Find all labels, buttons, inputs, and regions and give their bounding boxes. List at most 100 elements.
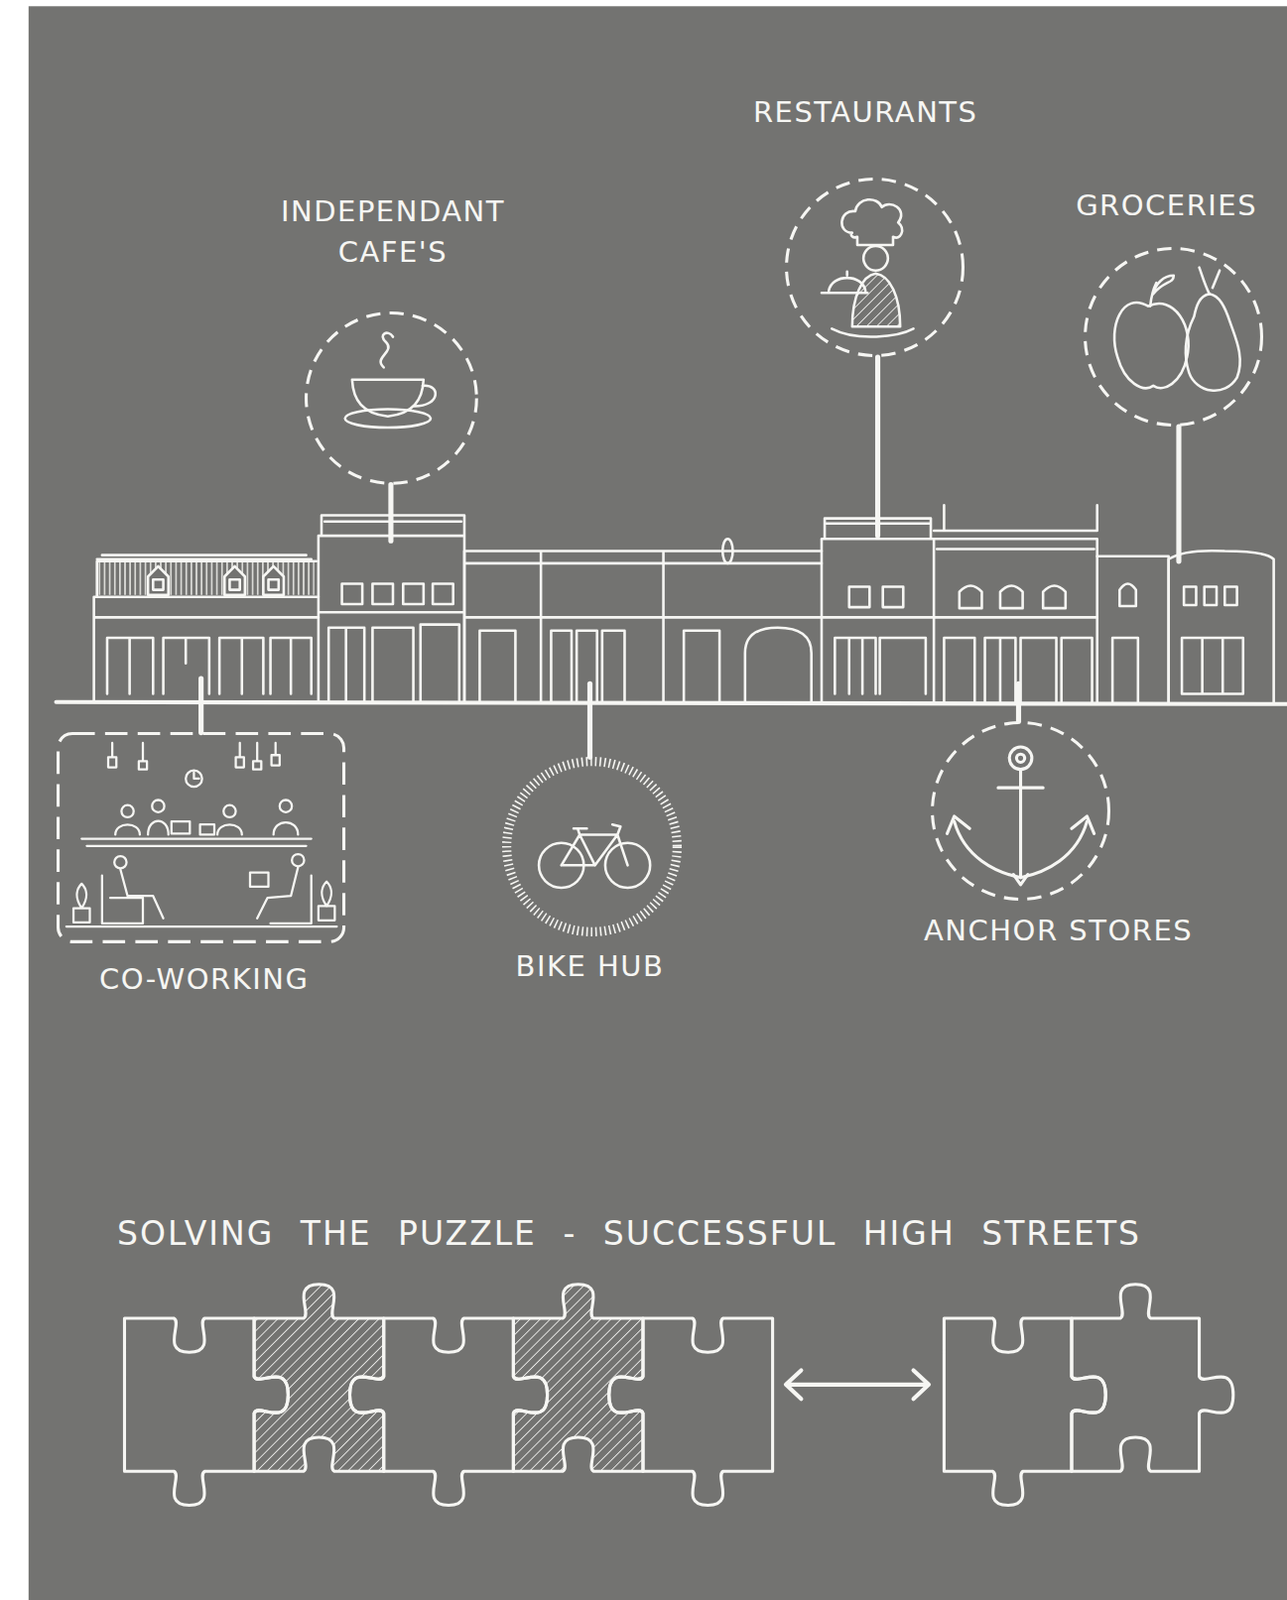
coworking-icon <box>250 867 312 924</box>
street-facade <box>94 555 319 703</box>
street-facade <box>402 583 424 605</box>
chef-icon <box>821 271 868 294</box>
street-facade <box>318 515 465 703</box>
street-facade <box>372 583 393 605</box>
street-facade <box>933 505 1098 703</box>
street-facade <box>224 566 246 596</box>
coworking-icon <box>185 771 202 787</box>
coworking-icon <box>291 854 304 867</box>
leader-line <box>1016 683 1022 722</box>
coworking-icon <box>200 824 243 835</box>
node-outline <box>1083 247 1264 427</box>
street-facade <box>959 586 1066 610</box>
anchor-icon <box>954 821 1088 879</box>
chef-icon <box>831 328 913 337</box>
bicycle-icon <box>561 824 629 866</box>
street-facade <box>1097 556 1169 703</box>
background-panel <box>28 5 1287 1600</box>
icon-circle: ANCHOR STORES <box>930 721 1111 901</box>
coworking-icon <box>273 822 299 835</box>
node-label: ANCHOR STORES <box>874 910 1242 952</box>
dashed-outline <box>785 178 963 356</box>
street-facade <box>1224 587 1237 607</box>
caption: SOLVING THE PUZZLE - SUCCESSFUL HIGH STR… <box>117 1214 1142 1254</box>
coworking-icon <box>108 743 280 771</box>
coffee-cup-icon <box>345 333 436 428</box>
leader-line <box>198 678 204 734</box>
street-facade <box>432 583 454 605</box>
coworking-icon <box>66 925 338 928</box>
street-facade <box>1168 550 1275 703</box>
coffee-cup-icon <box>345 409 431 429</box>
coffee-cup-icon <box>381 333 393 369</box>
street-facade <box>1204 587 1217 607</box>
street-facade <box>1183 587 1196 607</box>
coworking-icon <box>193 772 199 779</box>
street-facade <box>722 538 733 564</box>
anchor-icon <box>998 770 1043 879</box>
dashed-outline <box>57 734 344 943</box>
leader-line <box>387 485 393 542</box>
puzzle-piece <box>1071 1285 1234 1473</box>
street-facade <box>1181 638 1244 695</box>
double-arrow <box>785 1370 929 1400</box>
street-facade <box>849 587 871 609</box>
street-facade <box>328 625 460 703</box>
node-label: RESTAURANTS <box>681 92 1049 133</box>
coworking-icon <box>115 824 140 835</box>
chef-icon <box>841 199 902 246</box>
fruit-icon <box>1114 302 1189 388</box>
dashed-outline <box>305 312 477 484</box>
fruit-icon <box>1185 293 1241 390</box>
street-facade <box>464 551 822 703</box>
node-label: INDEPENDANT CAFE'S <box>264 191 520 272</box>
icon-circle: GROCERIES <box>1083 247 1264 427</box>
street-facade <box>883 587 904 609</box>
node-outline <box>304 311 479 486</box>
icon-circle: RESTAURANTS <box>784 177 965 358</box>
coworking-icon <box>151 800 164 813</box>
street-facade <box>147 566 169 596</box>
leader-line <box>875 357 881 536</box>
node-outline <box>930 721 1111 901</box>
street-facade <box>821 518 934 703</box>
leader-line <box>1175 426 1181 562</box>
coworking-icon <box>121 805 133 818</box>
coworking-icon <box>223 805 236 818</box>
street-facade <box>479 628 811 703</box>
node-label: CO-WORKING <box>40 959 368 1001</box>
leader-line <box>587 683 593 758</box>
coworking-icon <box>147 821 190 836</box>
street-facade <box>262 566 284 596</box>
node-label: BIKE HUB <box>436 946 744 988</box>
street-facade <box>98 561 315 596</box>
puzzle-piece <box>609 1318 773 1507</box>
anchor-icon <box>946 747 1094 886</box>
fruit-icon <box>1199 267 1221 295</box>
coworking-icon <box>114 856 127 869</box>
coworking-icon <box>81 839 311 847</box>
fruit-icon <box>1153 275 1174 295</box>
coworking-icon <box>66 743 338 927</box>
dashed-outline <box>1085 248 1263 425</box>
double-arrow <box>785 1370 929 1400</box>
street-facade <box>342 583 364 605</box>
anchor-icon <box>1016 754 1025 763</box>
street-facade <box>834 638 926 695</box>
anchor-icon <box>1009 747 1032 771</box>
anchor-icon <box>946 816 1094 886</box>
icon-box: CO-WORKING <box>56 732 346 944</box>
node-outline <box>56 732 346 944</box>
chef-icon <box>821 199 914 337</box>
node-outline <box>784 177 965 358</box>
node-label: GROCERIES <box>1013 185 1287 227</box>
street-facade <box>56 505 1287 705</box>
node-outline <box>502 757 682 937</box>
coworking-icon <box>279 800 292 813</box>
street-facade <box>107 638 312 695</box>
coworking-icon <box>102 869 164 924</box>
leader-line <box>201 357 1179 758</box>
